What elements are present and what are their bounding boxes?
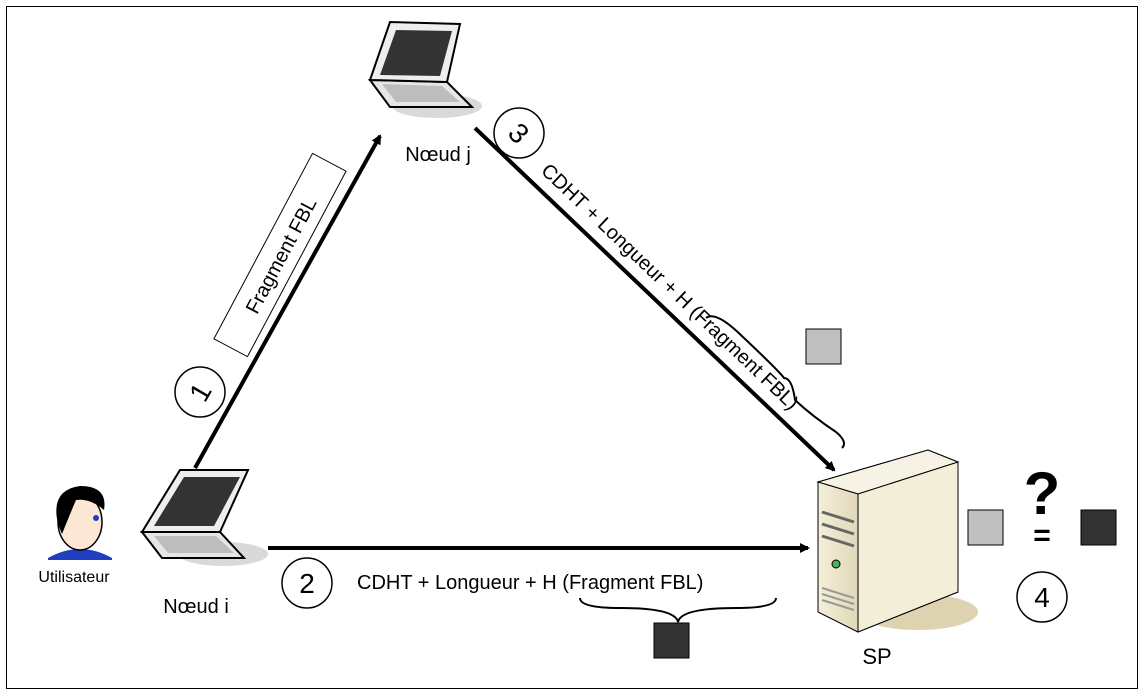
- step-label-2: 2: [299, 568, 315, 599]
- edge-i-to-j: [193, 134, 382, 469]
- server-icon: [816, 449, 978, 633]
- edge-label-j-to-sp: CDHT + Longueur + H (Fragment FBL): [537, 160, 803, 415]
- edge-label-fragment: Fragment FBL: [213, 152, 347, 358]
- user-label: Utilisateur: [38, 569, 110, 586]
- question-mark-icon: ?: [1024, 460, 1061, 527]
- equals-sign: =: [1033, 519, 1051, 552]
- sp-label: SP: [862, 644, 891, 669]
- hash-square-light: [805, 328, 842, 365]
- compare-square-dark: [1080, 509, 1117, 546]
- brace-icon: [705, 315, 845, 449]
- step-circle-2: [281, 557, 333, 609]
- user-icon: [48, 486, 112, 560]
- laptop-icon: [367, 20, 482, 118]
- edge-j-to-sp: [473, 126, 836, 472]
- node-i-label: Nœud i: [163, 596, 229, 618]
- step-circle-1: [174, 366, 226, 418]
- laptop-icon: [139, 469, 268, 566]
- step-circle-3: [493, 107, 545, 159]
- step-circle-4: [1016, 571, 1068, 623]
- edge-label-i-to-sp: CDHT + Longueur + H (Fragment FBL): [357, 572, 703, 594]
- hash-square-dark: [653, 622, 690, 659]
- diagram-frame: [6, 6, 1138, 689]
- step-label-4: 4: [1034, 582, 1050, 613]
- brace-icon: [579, 597, 777, 623]
- node-j-label: Nœud j: [405, 144, 471, 166]
- compare-square-light: [967, 509, 1004, 546]
